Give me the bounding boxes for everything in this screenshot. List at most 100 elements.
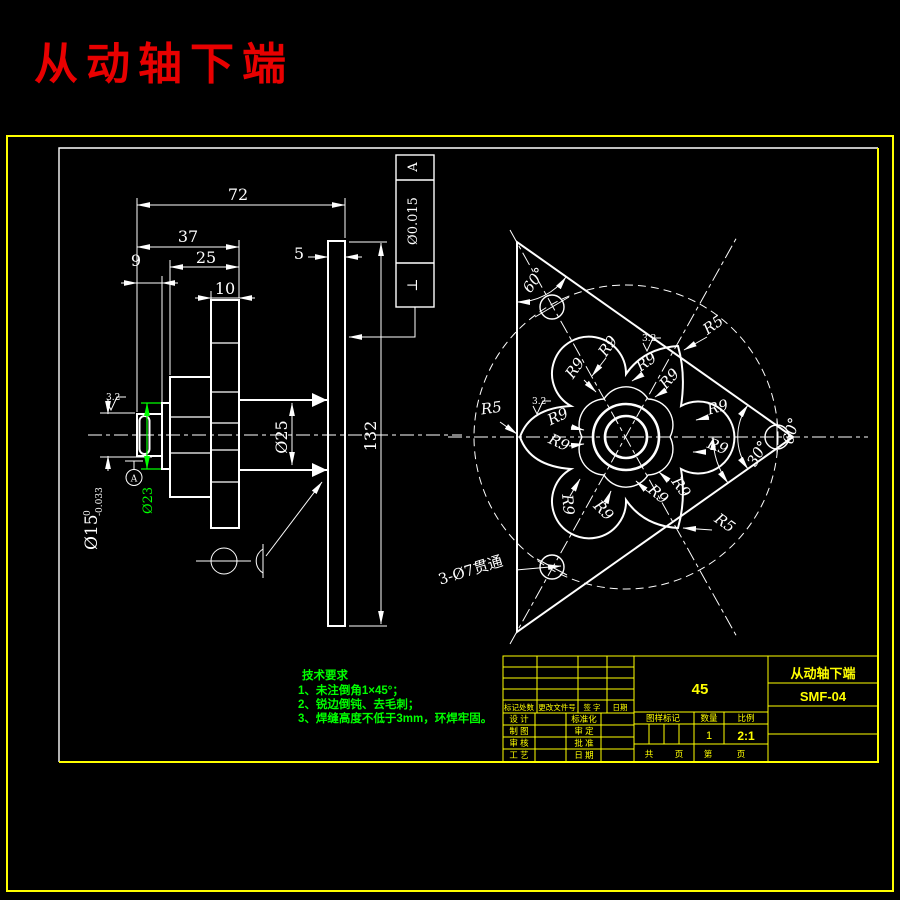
svg-text:R9: R9 xyxy=(704,434,731,459)
roughness-mark: 3.2 xyxy=(642,334,661,353)
svg-text:数量: 数量 xyxy=(700,713,718,723)
gear-flower xyxy=(578,386,674,488)
svg-text:⊥: ⊥ xyxy=(405,278,421,291)
svg-text:R9: R9 xyxy=(589,496,617,524)
svg-text:设 计: 设 计 xyxy=(509,714,529,724)
sheet-borders xyxy=(6,135,894,892)
svg-text:3-Ø7贯通: 3-Ø7贯通 xyxy=(436,552,505,589)
svg-text:技术要求: 技术要求 xyxy=(302,668,348,682)
svg-text:制 图: 制 图 xyxy=(509,726,528,736)
svg-text:Ø0.015: Ø0.015 xyxy=(406,197,421,245)
svg-text:10: 10 xyxy=(215,279,235,298)
dimension-25: 25 xyxy=(169,248,240,375)
weld-symbol xyxy=(196,481,323,578)
svg-text:Ø23: Ø23 xyxy=(141,487,156,514)
dimension-dia23: Ø23 xyxy=(141,402,161,514)
svg-text:更改文件号: 更改文件号 xyxy=(538,702,576,712)
dimension-132: 132 xyxy=(349,241,387,627)
svg-text:30°: 30° xyxy=(743,437,772,469)
gear-tooth-lines xyxy=(211,342,239,483)
dimension-10: 10 xyxy=(195,279,255,301)
stamp-section: 图样标记 数量 比例 1 2:1 共 页 第 页 xyxy=(645,713,755,759)
star-cutout xyxy=(518,335,736,540)
revision-header: 标记处数 更改文件号 签 字 日期 xyxy=(504,702,628,712)
feature-control-frame: A Ø0.015 ⊥ xyxy=(348,154,435,340)
svg-text:0: 0 xyxy=(83,510,93,516)
roughness-mark: 3.2 xyxy=(106,393,126,412)
svg-text:2、锐边倒钝、去毛刺；: 2、锐边倒钝、去毛刺； xyxy=(298,697,419,711)
svg-text:图样标记: 图样标记 xyxy=(646,713,681,723)
title-block-grid xyxy=(502,655,879,763)
flange-plate xyxy=(327,240,346,627)
hub-circle-inner xyxy=(603,414,649,460)
datum-symbol: A xyxy=(125,460,143,486)
svg-text:3.2: 3.2 xyxy=(642,334,656,344)
hub-lines xyxy=(170,416,211,454)
svg-text:R9: R9 xyxy=(632,348,661,376)
svg-text:132: 132 xyxy=(361,421,380,452)
svg-text:比例: 比例 xyxy=(737,713,754,723)
roughness-check-icon xyxy=(106,396,126,412)
dimension-5: 5 xyxy=(294,244,362,263)
shaft-outline xyxy=(136,240,346,627)
svg-text:3.2: 3.2 xyxy=(532,397,546,407)
svg-text:R9: R9 xyxy=(558,492,578,516)
roughness-check-icon xyxy=(532,400,551,416)
svg-text:-0.033: -0.033 xyxy=(95,487,105,516)
quantity-value: 1 xyxy=(706,730,712,742)
svg-text:72: 72 xyxy=(228,185,248,204)
svg-text:签 字: 签 字 xyxy=(583,702,600,712)
scale-value: 2:1 xyxy=(737,729,755,743)
hub-circle-outer xyxy=(591,402,661,472)
weld-fillet-marks xyxy=(312,393,327,477)
svg-text:第: 第 xyxy=(704,749,713,759)
svg-text:标准化: 标准化 xyxy=(571,714,597,724)
svg-text:R5: R5 xyxy=(479,398,503,419)
svg-text:R9: R9 xyxy=(667,473,695,502)
bolt-hole xyxy=(764,424,790,450)
svg-text:R9: R9 xyxy=(704,396,730,419)
svg-text:25: 25 xyxy=(196,248,216,267)
svg-text:Ø25: Ø25 xyxy=(272,420,291,453)
dimension-dia15: Ø15 0 -0.033 xyxy=(82,399,152,550)
svg-text:3、焊缝高度不低于3mm，环焊牢固。: 3、焊缝高度不低于3mm，环焊牢固。 xyxy=(298,711,492,725)
part-name: 从动轴下端 xyxy=(790,666,855,681)
svg-text:R9: R9 xyxy=(544,404,572,430)
svg-text:页: 页 xyxy=(737,749,746,759)
dimension-9: 9 xyxy=(121,251,178,403)
svg-text:A: A xyxy=(130,475,138,485)
svg-text:A: A xyxy=(406,162,421,173)
svg-text:工 艺: 工 艺 xyxy=(509,750,528,760)
svg-text:批 准: 批 准 xyxy=(574,738,594,748)
inner-border-topleft xyxy=(58,147,878,762)
svg-text:R9: R9 xyxy=(561,354,589,383)
r9-labels: R9 R9 R9 R9 R9 R9 R9 R9 R9 R9 xyxy=(544,332,731,524)
svg-text:标记处数: 标记处数 xyxy=(504,702,534,712)
svg-text:审 核: 审 核 xyxy=(509,738,529,748)
roughness-mark: 3.2 xyxy=(532,397,551,416)
svg-text:Ø15: Ø15 xyxy=(82,514,102,550)
page-title: 从动轴下端 xyxy=(34,40,294,89)
left-view: 72 37 25 9 xyxy=(82,154,462,627)
fcf-leader xyxy=(348,307,416,340)
roughness-check-icon xyxy=(642,337,661,353)
dimension-dia25: Ø25 xyxy=(272,402,295,466)
material-label: 45 xyxy=(692,681,709,698)
holes-note: 3-Ø7贯通 xyxy=(436,552,562,589)
signature-rows: 设 计 标准化 制 图 审 定 审 核 批 准 工 艺 日 期 xyxy=(509,714,597,760)
outer-border xyxy=(6,135,894,892)
svg-text:审 定: 审 定 xyxy=(574,726,594,736)
svg-text:9: 9 xyxy=(131,251,141,270)
svg-text:共: 共 xyxy=(645,749,654,759)
svg-text:60°: 60° xyxy=(779,416,803,446)
svg-text:日 期: 日 期 xyxy=(574,750,593,760)
svg-text:R5: R5 xyxy=(699,312,727,339)
svg-text:页: 页 xyxy=(675,749,684,759)
svg-text:R9: R9 xyxy=(545,429,573,455)
svg-text:5: 5 xyxy=(294,244,304,263)
svg-text:日期: 日期 xyxy=(613,703,628,712)
triangular-flange xyxy=(516,240,795,634)
svg-text:3.2: 3.2 xyxy=(106,393,120,403)
